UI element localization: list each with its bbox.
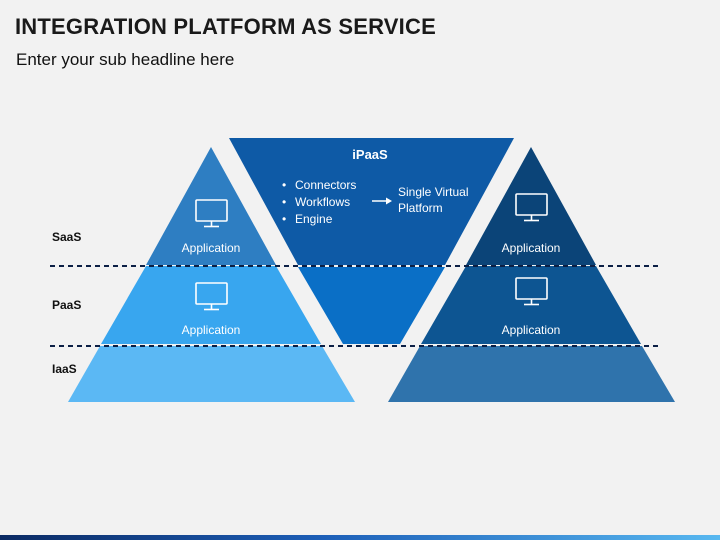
page-subtitle: Enter your sub headline here — [16, 50, 235, 69]
footer-accent-bar — [0, 535, 720, 540]
arrow-right-icon — [372, 197, 392, 205]
right-paas-application-label: Application — [501, 323, 561, 337]
left-pyramid-saas-layer — [146, 147, 276, 265]
right-pyramid-iaas-layer — [388, 346, 675, 402]
page-title: INTEGRATION PLATFORM AS SERVICE — [15, 14, 436, 39]
ipaas-item-connectors: Connectors — [282, 177, 356, 194]
left-pyramid-iaas-layer — [68, 346, 355, 402]
ipaas-top-band — [229, 138, 514, 265]
monitor-icon — [515, 277, 548, 306]
right-saas-application-label: Application — [501, 241, 561, 255]
right-pyramid-saas-layer — [466, 147, 596, 265]
layer-label-iaas: IaaS — [52, 362, 77, 376]
ipaas-item-workflows: Workflows — [282, 194, 356, 211]
single-virtual-platform-label: Single Virtual Platform — [398, 185, 469, 215]
left-saas-application-label: Application — [181, 241, 241, 255]
layer-label-paas: PaaS — [52, 298, 82, 312]
monitor-icon — [515, 193, 548, 222]
ipaas-bottom-tip — [298, 267, 445, 344]
ipaas-component-list: Connectors Workflows Engine — [282, 177, 356, 228]
monitor-icon — [195, 199, 228, 228]
layer-label-saas: SaaS — [52, 230, 82, 244]
monitor-icon — [195, 282, 228, 311]
ipaas-title: iPaaS — [352, 147, 388, 162]
ipaas-item-engine: Engine — [282, 211, 356, 228]
left-paas-application-label: Application — [181, 323, 241, 337]
